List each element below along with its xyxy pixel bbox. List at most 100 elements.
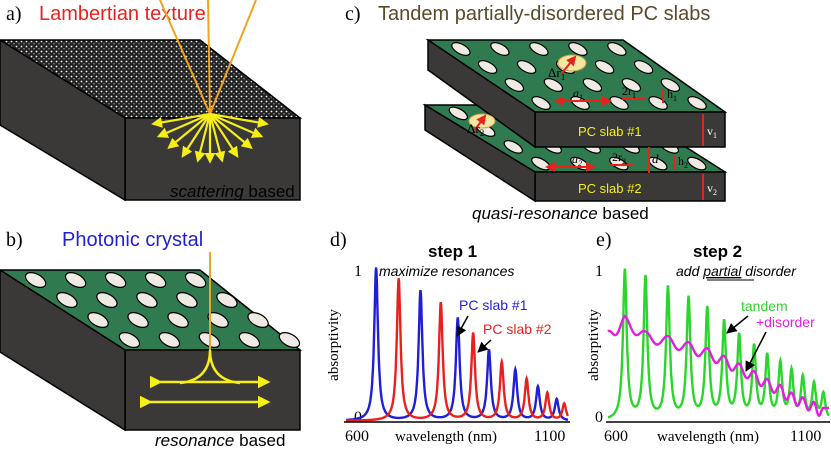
svg-text:v1: v1 [707,124,717,140]
hole [648,96,668,110]
r2-label: 2r [612,150,622,164]
a2-label: a [572,152,578,166]
panel-d: d) step 1 maximize resonances 1 0 absorp… [326,229,570,445]
svg-text:h1: h1 [667,87,677,103]
svg-text:quasi-resonance based: quasi-resonance based [472,204,649,223]
hole [56,292,78,308]
series-tandem-line [607,268,830,419]
r1-sub: 1 [632,91,636,100]
v2-label: v [707,181,713,195]
panel-d-subtitle: maximize resonances [379,263,514,279]
a2-sub: 2 [578,159,582,168]
hole [621,78,642,92]
hole [607,42,627,56]
series-pc-slab-2-line [346,278,570,422]
v2-sub: 2 [713,188,717,197]
panel-e-tick-y-top: 1 [595,263,603,280]
panel-e-xlabel: wavelength (nm) [657,429,759,445]
h1-label: h [667,87,673,101]
textured-slab [0,39,303,202]
panel-a-caption-italic: scattering [170,182,244,201]
hole [451,42,471,56]
hole [687,156,707,171]
svg-text:2r1: 2r1 [622,84,636,100]
hole [127,312,149,328]
panel-c: c) Tandem partially-disordered PC slabs … [345,3,728,223]
hole [568,42,588,56]
v1-sub: 1 [713,131,717,140]
panel-c-caption-rest: based [598,204,649,223]
panel-e-subtitle-post: disorder [741,263,797,279]
panel-d-step: step 1 [428,242,477,261]
hole [96,292,118,308]
panel-b-letter: b) [6,229,23,251]
panel-d-tick-x-right: 1100 [534,428,565,445]
scattered-rays [151,112,269,164]
holes-array [24,272,301,348]
photonic-crystal-slab [0,269,303,432]
hole [216,292,238,308]
pointer-arrow-disorder [745,331,767,372]
hole [136,292,158,308]
panel-e-step: step 2 [693,242,742,261]
scatter-ray [181,113,211,158]
panel-d-tick-x-left: 600 [345,428,369,445]
hole [24,272,47,288]
hole [477,60,498,74]
panel-c-caption-italic: quasi-resonance [472,204,598,223]
panel-a-letter: a) [6,3,22,25]
scatter-ray [208,113,226,163]
svg-text:v2: v2 [707,181,717,197]
slab-2-label: PC slab #2 [578,181,642,196]
series--disorder-line [607,314,829,417]
in-plane-arrows [140,375,271,409]
svg-text:a1: a1 [573,86,583,102]
panel-d-letter: d) [330,229,347,251]
hole [87,312,109,328]
hole [238,332,261,348]
plot-d-area [346,267,570,422]
panel-b-caption-rest: based [234,431,285,450]
d-label: d [652,151,659,166]
hole [543,78,564,92]
series-pc-slab-1-line [346,267,568,422]
hole [158,332,181,348]
panel-c-letter: c) [345,3,361,25]
panel-e-tick-x-left: 600 [604,428,628,445]
svg-text:Δr2: Δr2 [467,121,484,138]
svg-text:add partial disorder: add partial disorder [676,263,797,279]
pointer-arrow-slab-2 [477,339,492,353]
panel-e-subtitle-em: partial [702,263,742,279]
delta-r1-label: Δr [548,65,561,80]
hole [529,42,549,56]
scatter-ray [209,113,253,149]
panel-e: e) step 2 add partial disorder 1 0 absor… [586,229,830,445]
panel-d-xlabel: wavelength (nm) [395,429,497,445]
hole [247,312,269,328]
hole [594,60,615,74]
pointer-arrow-tandem [726,315,749,334]
panel-e-ylabel: absorptivity [586,309,602,381]
svg-text:h2: h2 [678,154,688,170]
hole [448,106,468,121]
incident-rays [159,0,257,115]
hole [633,60,654,74]
panel-e-letter: e) [596,229,612,251]
hole [167,312,189,328]
hole [582,78,603,92]
plot-e-area [607,268,830,419]
delta-r1-sub: 1 [561,72,566,82]
svg-text:resonance based: resonance based [155,431,285,450]
hole [278,332,301,348]
panel-c-title: Tandem partially-disordered PC slabs [378,3,710,25]
r1-label: 2r [622,84,632,98]
hole [144,272,167,288]
hole [660,78,681,92]
v1-label: v [707,124,713,138]
slab-2-annotations: Δr2 a2 2r2 d h2 v2 [467,113,717,200]
legend-disorder: +disorder [756,314,815,330]
panel-e-tick-x-right: 1100 [790,428,821,445]
panel-d-tick-y-top: 1 [354,263,362,280]
svg-text:a2: a2 [572,152,582,168]
